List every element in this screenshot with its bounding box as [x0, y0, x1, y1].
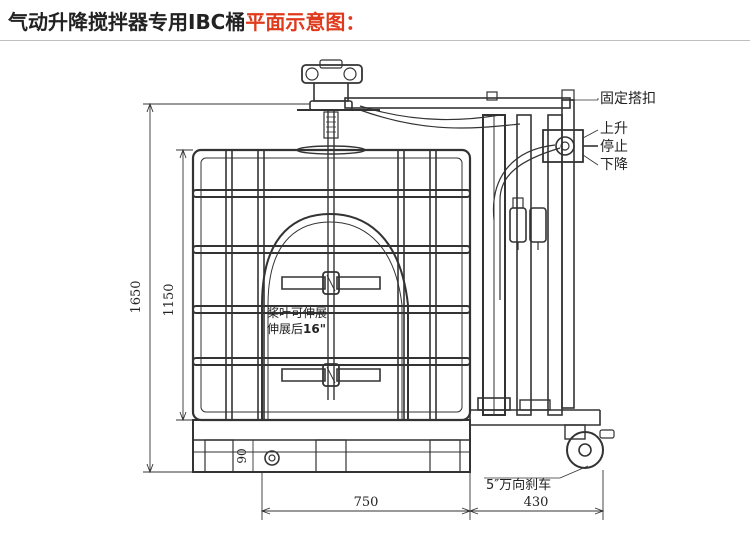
ibc-cage	[191, 145, 472, 422]
title-main: 气动升降搅拌器专用IBC桶	[8, 10, 246, 34]
label-down: 下降	[600, 157, 628, 173]
label-up: 上升	[600, 121, 628, 137]
label-stop: 停止	[600, 138, 628, 155]
air-motor	[297, 59, 380, 111]
dim-total-height: 1650	[129, 280, 144, 313]
page-title: 气动升降搅拌器专用IBC桶平面示意图：	[8, 6, 365, 35]
title-divider	[0, 40, 750, 41]
dimension-lines	[143, 102, 605, 520]
impeller-note-line1: 桨叶可伸展	[267, 306, 327, 320]
lift-arm	[344, 97, 571, 300]
dim-base-height: 90	[235, 448, 249, 463]
leader-lines	[484, 98, 599, 479]
dim-frame-width: 430	[524, 495, 549, 510]
dim-tank-width: 750	[354, 495, 379, 510]
dim-tank-height: 1150	[162, 283, 177, 316]
control-valve	[542, 129, 598, 163]
impeller-note-line2: 伸展后16"	[267, 322, 326, 336]
impeller-note-prefix: 伸展后	[267, 322, 303, 336]
impeller-note-size: 16"	[303, 322, 326, 336]
label-caster: 5″万向刹车	[486, 477, 551, 493]
title-highlight: 平面示意图：	[245, 10, 366, 34]
label-fixed-clamp: 固定搭扣	[600, 91, 656, 107]
filter-regulator	[509, 197, 547, 250]
upper-impeller	[281, 271, 381, 295]
mixer-shaft	[323, 110, 339, 400]
lower-impeller	[281, 363, 381, 387]
lift-column	[477, 89, 575, 416]
caster-base	[469, 405, 615, 469]
